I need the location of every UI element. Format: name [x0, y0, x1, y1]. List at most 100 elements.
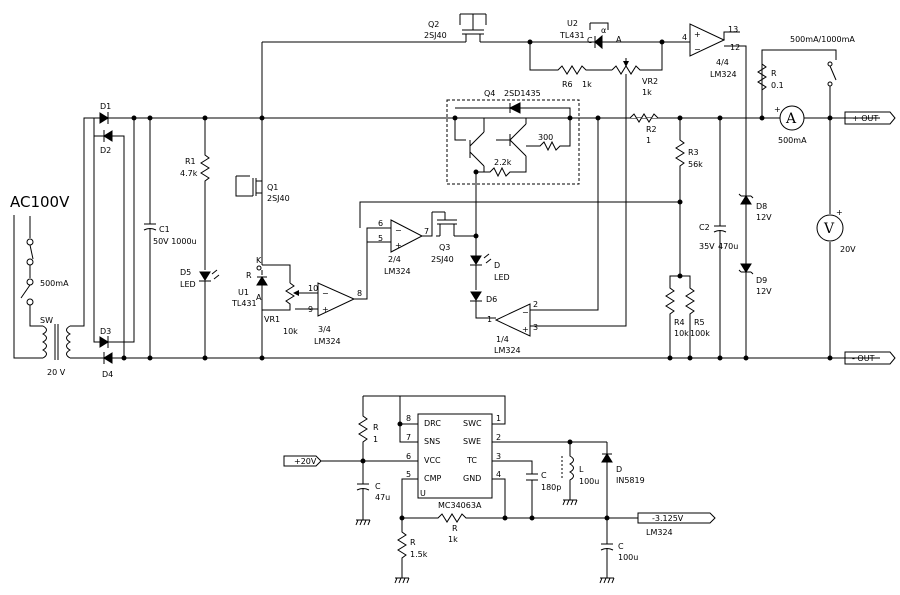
q1-name: Q1 — [267, 183, 278, 192]
capacitor-c2: C2 35V 470u — [699, 115, 738, 361]
mc-pin-8: 8 — [406, 414, 411, 423]
ammeter-symbol: A — [785, 111, 797, 127]
svg-text:−: − — [694, 45, 701, 54]
d6-name: D6 — [486, 295, 497, 304]
led-d: D LED — [470, 236, 510, 290]
mc-label-vcc: VCC — [424, 456, 441, 465]
junctions — [121, 115, 153, 361]
opamp-1of4: − + 2 3 1 1/4 LM324 — [487, 115, 601, 355]
resistor-r1: R1 4.7k — [180, 115, 210, 270]
diode-d6: D6 — [470, 291, 497, 319]
vr2-value: 1k — [642, 88, 652, 97]
zener-d8: D8 12V — [738, 190, 772, 264]
mc-pin-2: 2 — [496, 433, 501, 442]
opamp-3of4: − + 10 9 8 3/4 LM324 — [295, 227, 391, 346]
conv-rtop-name: R — [373, 423, 379, 432]
out-minus-label: - OUT — [852, 354, 875, 363]
conv-rbot-value: 1.5k — [410, 550, 428, 559]
voltmeter: V + 20V — [816, 118, 856, 361]
u1-pin-k: K — [256, 256, 262, 265]
r3-value: 56k — [688, 160, 703, 169]
op14-pin-out: 1 — [487, 315, 492, 324]
op34-pin-a: 10 — [308, 284, 318, 293]
range-label: 500mA/1000mA — [790, 35, 855, 44]
r300-value: 300 — [538, 133, 553, 142]
fet-q3: Q3 2SJ40 — [431, 211, 479, 264]
u1-value: TL431 — [231, 299, 257, 308]
q4-value: 2SD1435 — [504, 89, 541, 98]
svg-text:+: + — [774, 105, 781, 114]
r1-name: R1 — [185, 157, 196, 166]
op34-name: 3/4 — [318, 325, 331, 334]
mc-label-sns: SNS — [424, 437, 440, 446]
mc-label-swc: SWC — [463, 419, 482, 428]
c2-name: C2 — [699, 223, 710, 232]
q2-name: Q2 — [428, 20, 439, 29]
c2-value2: 470u — [718, 242, 738, 251]
r6-value: 1k — [582, 80, 592, 89]
r5-name: R5 — [694, 318, 705, 327]
conv-rfb-value: 1k — [448, 535, 458, 544]
opamp-2of4: − + 6 5 7 2/4 LM324 — [359, 201, 680, 276]
u1-pin-a: A — [256, 293, 262, 302]
opamp-4of4: + − 4 13 12 4/4 LM324 — [662, 23, 747, 190]
u2-pin-a: A — [616, 35, 622, 44]
resistor-r4: R4 10k — [665, 275, 689, 361]
d1-label: D1 — [100, 102, 111, 111]
r4-name: R4 — [674, 318, 685, 327]
conv-ct-name: C — [541, 471, 547, 480]
svg-text:+: + — [522, 325, 529, 334]
voltmeter-symbol: V — [823, 221, 835, 237]
d2-label: D2 — [100, 146, 111, 155]
r2-value: 1 — [646, 136, 651, 145]
mc-pin-4: 4 — [496, 470, 501, 479]
q3-value: 2SJ40 — [431, 255, 454, 264]
q4-name: Q4 — [484, 89, 495, 98]
c2-value: 35V — [699, 242, 715, 251]
shunt-name: R — [771, 69, 777, 78]
svg-text:−: − — [395, 226, 402, 235]
d8-name: D8 — [756, 202, 767, 211]
resistor-r2: R2 1 — [629, 113, 683, 145]
conv-rtop-value: 1 — [373, 435, 378, 444]
svg-text:+: + — [322, 305, 329, 314]
op14-name: 1/4 — [496, 335, 509, 344]
vr2-name: VR2 — [642, 77, 658, 86]
mains-label: AC100V — [10, 193, 70, 211]
potentiometer-vr2: VR2 1k — [530, 42, 663, 327]
led-d5: D5 LED — [180, 268, 220, 361]
bridge-rectifier: D1 D2 D3 D4 — [93, 102, 880, 379]
d9-value: 12V — [756, 287, 772, 296]
conv-cout-name: C — [618, 542, 624, 551]
c1-value: 50V 1000u — [153, 237, 197, 246]
shunt-resistor: R 0.1 500mA/1000mA — [757, 35, 855, 121]
out-plus-label: + OUT — [852, 114, 878, 123]
resistor-r3: R3 56k — [675, 118, 703, 279]
op44-pin-a: 4 — [682, 33, 687, 42]
conv-rfb-name: R — [452, 524, 458, 533]
mains-input: AC100V 500mA SW — [10, 193, 70, 359]
q1-value: 2SJ40 — [267, 194, 290, 203]
u2-pin-alpha: α — [601, 26, 606, 35]
op14-pin-b: 3 — [533, 323, 538, 332]
op24-pin-a: 6 — [378, 219, 383, 228]
range-switch[interactable] — [827, 61, 837, 118]
op34-part: LM324 — [314, 337, 341, 346]
resistor-r6: R6 1k — [529, 42, 612, 89]
resistor-r5: R5 100k — [680, 275, 710, 361]
u2-value: TL431 — [559, 31, 585, 40]
conv-d-value: IN5819 — [616, 476, 645, 485]
svg-text:−: − — [522, 308, 529, 317]
vr1-value: 10k — [283, 327, 298, 336]
secondary-label: 20 V — [47, 368, 66, 377]
d5-value: LED — [180, 280, 196, 289]
r5-value: 100k — [690, 329, 710, 338]
mc-pin-5: 5 — [406, 470, 411, 479]
q3-name: Q3 — [439, 243, 450, 252]
zener-d9: D9 12V — [738, 263, 772, 361]
mc-label-cmp: CMP — [424, 474, 441, 483]
transistor-q4: Q4 2SD1435 300 2.2k — [446, 89, 580, 236]
svg-text:+: + — [395, 241, 402, 250]
op24-pin-b: 5 — [378, 234, 383, 243]
